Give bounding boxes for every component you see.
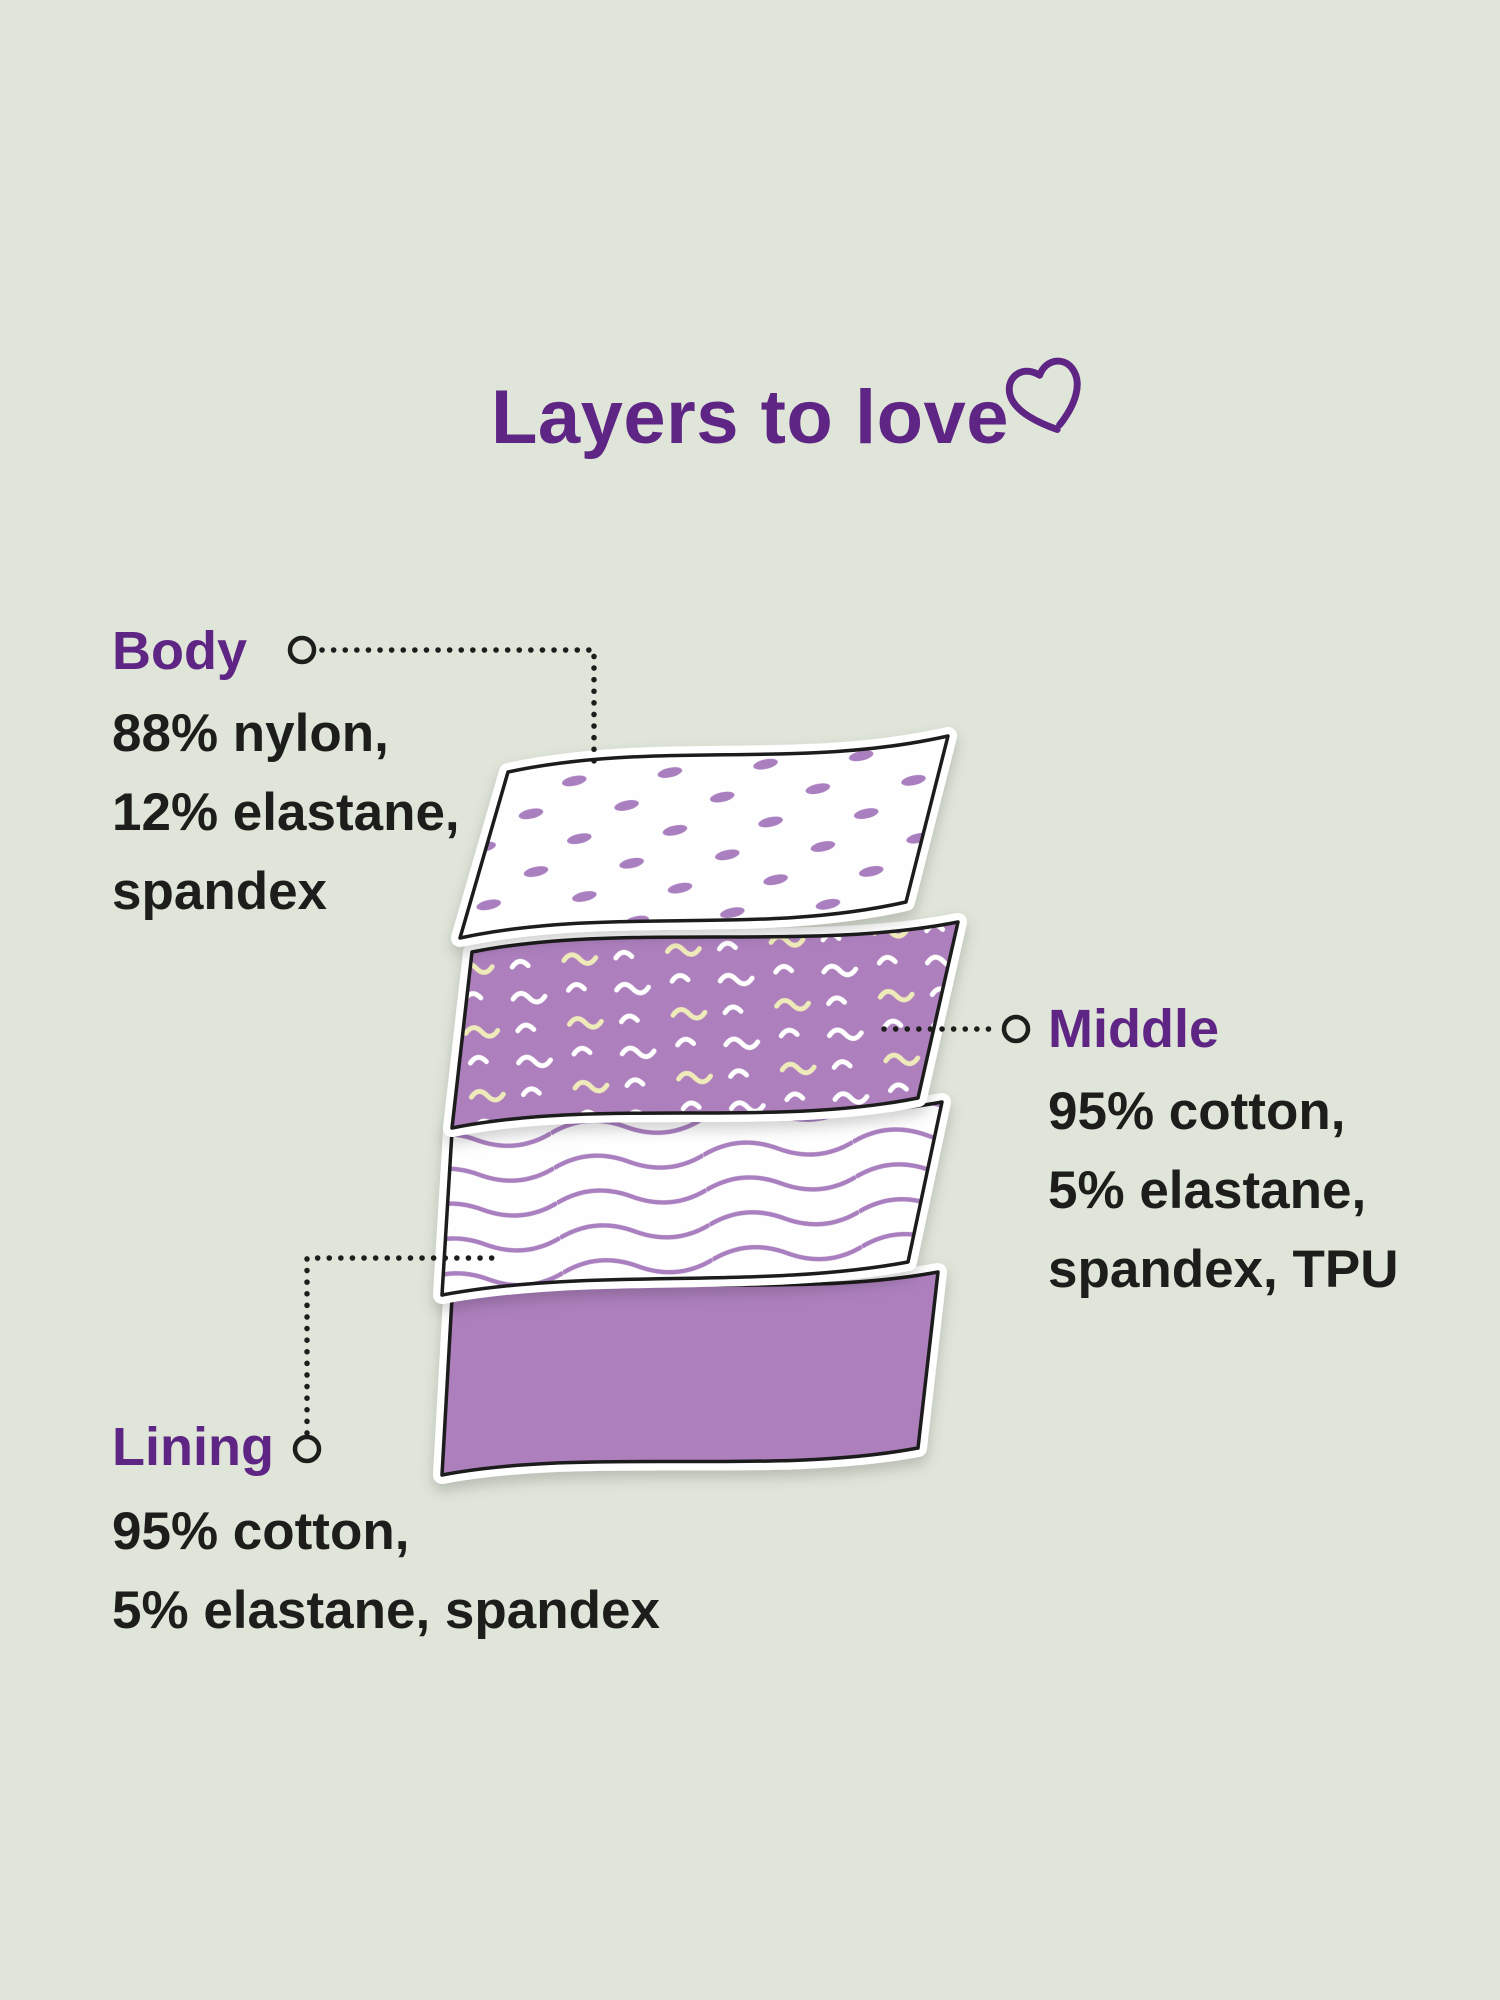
body-material-line: 12% elastane, <box>112 783 460 842</box>
middle-connector <box>881 1014 1031 1044</box>
page-title-text: Layers to love <box>490 375 1010 460</box>
middle-callout-description: 95% cotton, 5% elastane, spandex, TPU <box>1048 1072 1398 1309</box>
middle-callout-label: Middle <box>1048 999 1219 1059</box>
middle-material-line: 95% cotton, <box>1048 1082 1346 1141</box>
lining-material-line: 95% cotton, <box>112 1502 410 1561</box>
body-layer <box>451 727 957 947</box>
lining-connector-dot <box>292 1434 322 1464</box>
middle-connector-dot <box>1001 1014 1031 1044</box>
body-callout-label: Body <box>112 621 247 681</box>
lining-material-line: 5% elastane, spandex <box>112 1581 660 1640</box>
body-connector <box>287 635 597 773</box>
lining-connector <box>292 1255 499 1464</box>
body-material-line: spandex <box>112 862 328 921</box>
lining-callout: Lining 95% cotton, 5% elastane, spandex <box>112 1414 660 1650</box>
lining-callout-description: 95% cotton, 5% elastane, spandex <box>112 1492 660 1650</box>
heart-icon <box>1005 357 1081 433</box>
inner-layer <box>433 1093 951 1304</box>
middle-material-line: spandex, TPU <box>1048 1240 1399 1299</box>
page-title: Layers to love <box>0 357 1500 460</box>
body-callout: Body 88% nylon, 12% elastane, spandex <box>112 618 460 931</box>
body-connector-dot <box>287 635 317 665</box>
body-material-line: 88% nylon, <box>112 704 389 763</box>
body-callout-description: 88% nylon, 12% elastane, spandex <box>112 694 460 931</box>
lining-callout-label: Lining <box>112 1417 274 1477</box>
middle-material-line: 5% elastane, <box>1048 1161 1367 1220</box>
middle-layer <box>443 913 967 1137</box>
middle-callout: Middle 95% cotton, 5% elastane, spandex,… <box>1048 996 1398 1309</box>
lining-layer <box>433 1263 947 1484</box>
